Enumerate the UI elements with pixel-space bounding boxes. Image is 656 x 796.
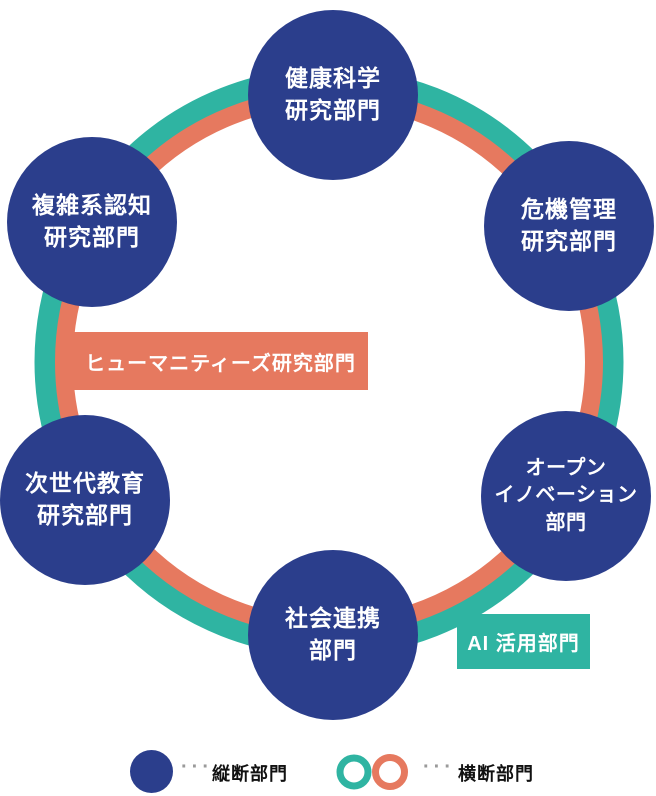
label-line: イノベーション [494, 484, 638, 507]
label-line: 研究部門 [44, 224, 140, 250]
department-circle-social-collaboration: 社会連携 部門 [248, 550, 418, 720]
department-circle-complex-cognition: 複雑系認知 研究部門 [7, 137, 177, 307]
department-circle-open-innovation: オープン イノベーション 部門 [481, 411, 651, 581]
legend-vertical-departments-label: 縦断部門 [212, 764, 288, 784]
label-line: 研究部門 [37, 502, 133, 528]
label-line: 危機管理 [521, 196, 617, 223]
label-line: 次世代教育 [25, 470, 145, 497]
label-line: 研究部門 [521, 228, 617, 254]
label-line: 社会連携 [285, 605, 381, 632]
label-line: 部門 [545, 511, 587, 534]
ai-cross-section-label: AI 活用部門 [457, 614, 590, 669]
legend-dots: ··· [181, 756, 213, 778]
department-label: オープン イノベーション 部門 [494, 455, 637, 538]
department-label: 複雑系認知 研究部門 [32, 190, 152, 253]
department-label: 次世代教育 研究部門 [25, 468, 145, 531]
label-line: 複雑系認知 [32, 192, 152, 219]
department-circle-crisis-management: 危機管理 研究部門 [484, 141, 654, 311]
humanities-cross-section-label: ヒューマニティーズ研究部門 [73, 332, 368, 390]
legend-dots: ··· [423, 756, 455, 778]
legend-orange-ring [372, 754, 408, 790]
legend-cross-departments-label: 横断部門 [458, 764, 534, 784]
department-label: 健康科学 研究部門 [285, 63, 381, 126]
legend: ··· 縦断部門 ··· 横断部門 [0, 738, 656, 796]
department-label: 危機管理 研究部門 [521, 194, 617, 257]
legend-double-ring-symbol [336, 754, 408, 790]
department-label: 社会連携 部門 [285, 603, 381, 666]
label-line: 研究部門 [285, 97, 381, 123]
legend-teal-ring [336, 754, 372, 790]
legend-filled-circle-symbol [130, 750, 173, 793]
department-circle-next-gen-education: 次世代教育 研究部門 [0, 415, 170, 585]
label-line: 部門 [309, 637, 357, 663]
department-circle-health-science: 健康科学 研究部門 [248, 10, 418, 180]
label-line: 健康科学 [285, 65, 381, 92]
label-line: オープン [525, 456, 607, 479]
